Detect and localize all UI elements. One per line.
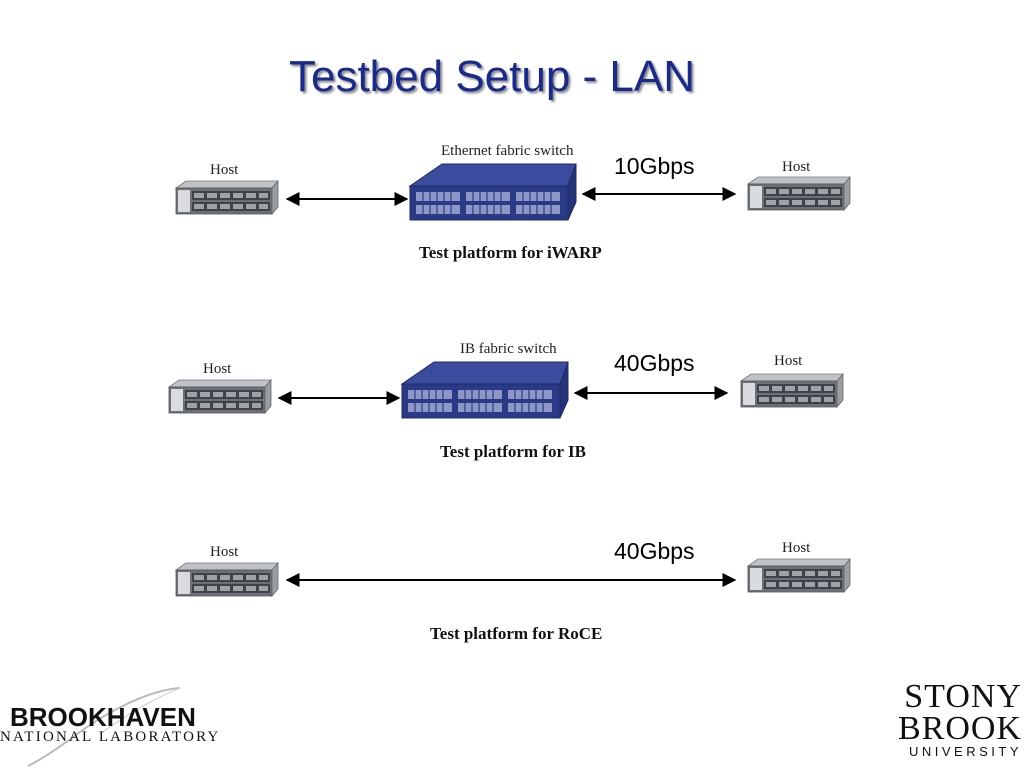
platform-caption: Test platform for RoCE [430, 624, 603, 643]
host-server-icon [744, 176, 854, 212]
brookhaven-logo: BROOKHAVEN NATIONAL LABORATORY [0, 682, 240, 768]
host-server-icon [172, 562, 282, 598]
slide-title: Testbed Setup - LAN [288, 52, 695, 101]
host-server-icon [172, 180, 282, 216]
host-label-left: Host [210, 162, 239, 178]
ib-switch-icon [400, 360, 570, 420]
host-label-left: Host [210, 544, 239, 560]
stony-brook-line1: STONY [904, 678, 1022, 715]
brookhaven-sub: NATIONAL LABORATORY [0, 729, 221, 745]
host-server-icon [165, 379, 275, 415]
platform-caption: Test platform for iWARP [419, 243, 602, 262]
link-arrow [285, 573, 737, 587]
host-label-right: Host [782, 159, 811, 175]
swoosh-icon [27, 687, 181, 767]
host-label-right: Host [774, 353, 803, 369]
link-arrow [277, 391, 401, 405]
link-speed-label: 40Gbps [614, 350, 695, 376]
stony-brook-line2: BROOK [897, 710, 1022, 747]
brookhaven-name: BROOKHAVEN [10, 702, 196, 732]
link-arrow [573, 386, 729, 400]
host-label-right: Host [782, 540, 811, 556]
switch-label: IB fabric switch [460, 341, 557, 357]
host-server-icon [744, 558, 854, 594]
host-server-icon [737, 373, 847, 409]
switch-label: Ethernet fabric switch [441, 143, 574, 159]
host-label-left: Host [203, 361, 232, 377]
link-speed-label: 10Gbps [614, 153, 695, 179]
ethernet-switch-icon [408, 162, 578, 222]
platform-caption: Test platform for IB [440, 442, 586, 461]
link-arrow [581, 187, 737, 201]
link-speed-label: 40Gbps [614, 538, 695, 564]
stony-brook-university: UNIVERSITY [908, 744, 1022, 759]
stony-brook-logo: STONY BROOK UNIVERSITY [896, 678, 1024, 768]
link-arrow [285, 192, 409, 206]
